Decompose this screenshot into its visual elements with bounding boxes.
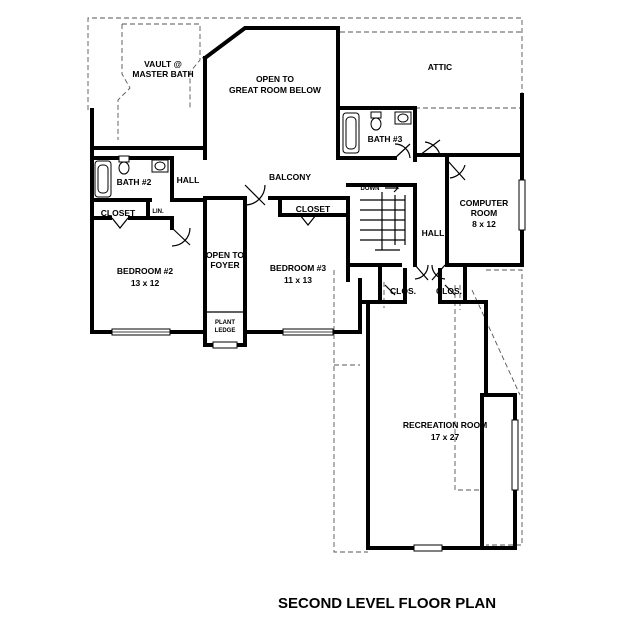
- label-clos-right: CLOS.: [436, 286, 462, 296]
- label-hall-right: HALL: [422, 228, 445, 238]
- label-open-great-line2: GREAT ROOM BELOW: [229, 85, 322, 95]
- plan-title: SECOND LEVEL FLOOR PLAN: [278, 595, 496, 612]
- label-bedroom2-line2: 13 x 12: [131, 278, 160, 288]
- label-plant-ledge-line1: PLANT: [215, 320, 235, 326]
- label-lin: LIN.: [152, 209, 164, 215]
- label-open-foyer-line2: FOYER: [210, 260, 239, 270]
- label-computer-line1: COMPUTER: [460, 198, 509, 208]
- label-computer-line3: 8 x 12: [472, 219, 496, 229]
- label-bath3: BATH #3: [368, 134, 403, 144]
- label-clos-left: CLOS.: [390, 286, 416, 296]
- label-open-great-line1: OPEN TO: [256, 74, 294, 84]
- label-open-foyer-line1: OPEN TO: [206, 250, 244, 260]
- label-bedroom3-line2: 11 x 13: [284, 275, 312, 285]
- label-balcony: BALCONY: [269, 172, 311, 182]
- label-hall-upper: HALL: [177, 175, 200, 185]
- room-labels: VAULT @ MASTER BATH OPEN TO GREAT ROOM B…: [101, 59, 509, 442]
- label-attic: ATTIC: [428, 62, 452, 72]
- label-closet-mid: CLOSET: [296, 204, 331, 214]
- label-computer-line2: ROOM: [471, 208, 497, 218]
- dashed-outlines: [87, 17, 523, 553]
- label-closet-left: CLOSET: [101, 208, 136, 218]
- label-bath2: BATH #2: [117, 177, 152, 187]
- label-bedroom2-line1: BEDROOM #2: [117, 266, 173, 276]
- label-bedroom3-line1: BEDROOM #3: [270, 263, 326, 273]
- windows: [111, 179, 526, 552]
- label-plant-ledge-line2: LEDGE: [215, 328, 236, 334]
- label-recreation-line2: 17 x 27: [431, 432, 460, 442]
- label-vault-line2: MASTER BATH: [132, 69, 193, 79]
- stair-treads: [360, 183, 406, 251]
- bath-fixtures: [94, 111, 412, 198]
- door-swings: [111, 139, 466, 296]
- label-vault-line1: VAULT @: [144, 59, 182, 69]
- label-recreation-line1: RECREATION ROOM: [403, 420, 487, 430]
- label-down: DOWN: [361, 186, 380, 192]
